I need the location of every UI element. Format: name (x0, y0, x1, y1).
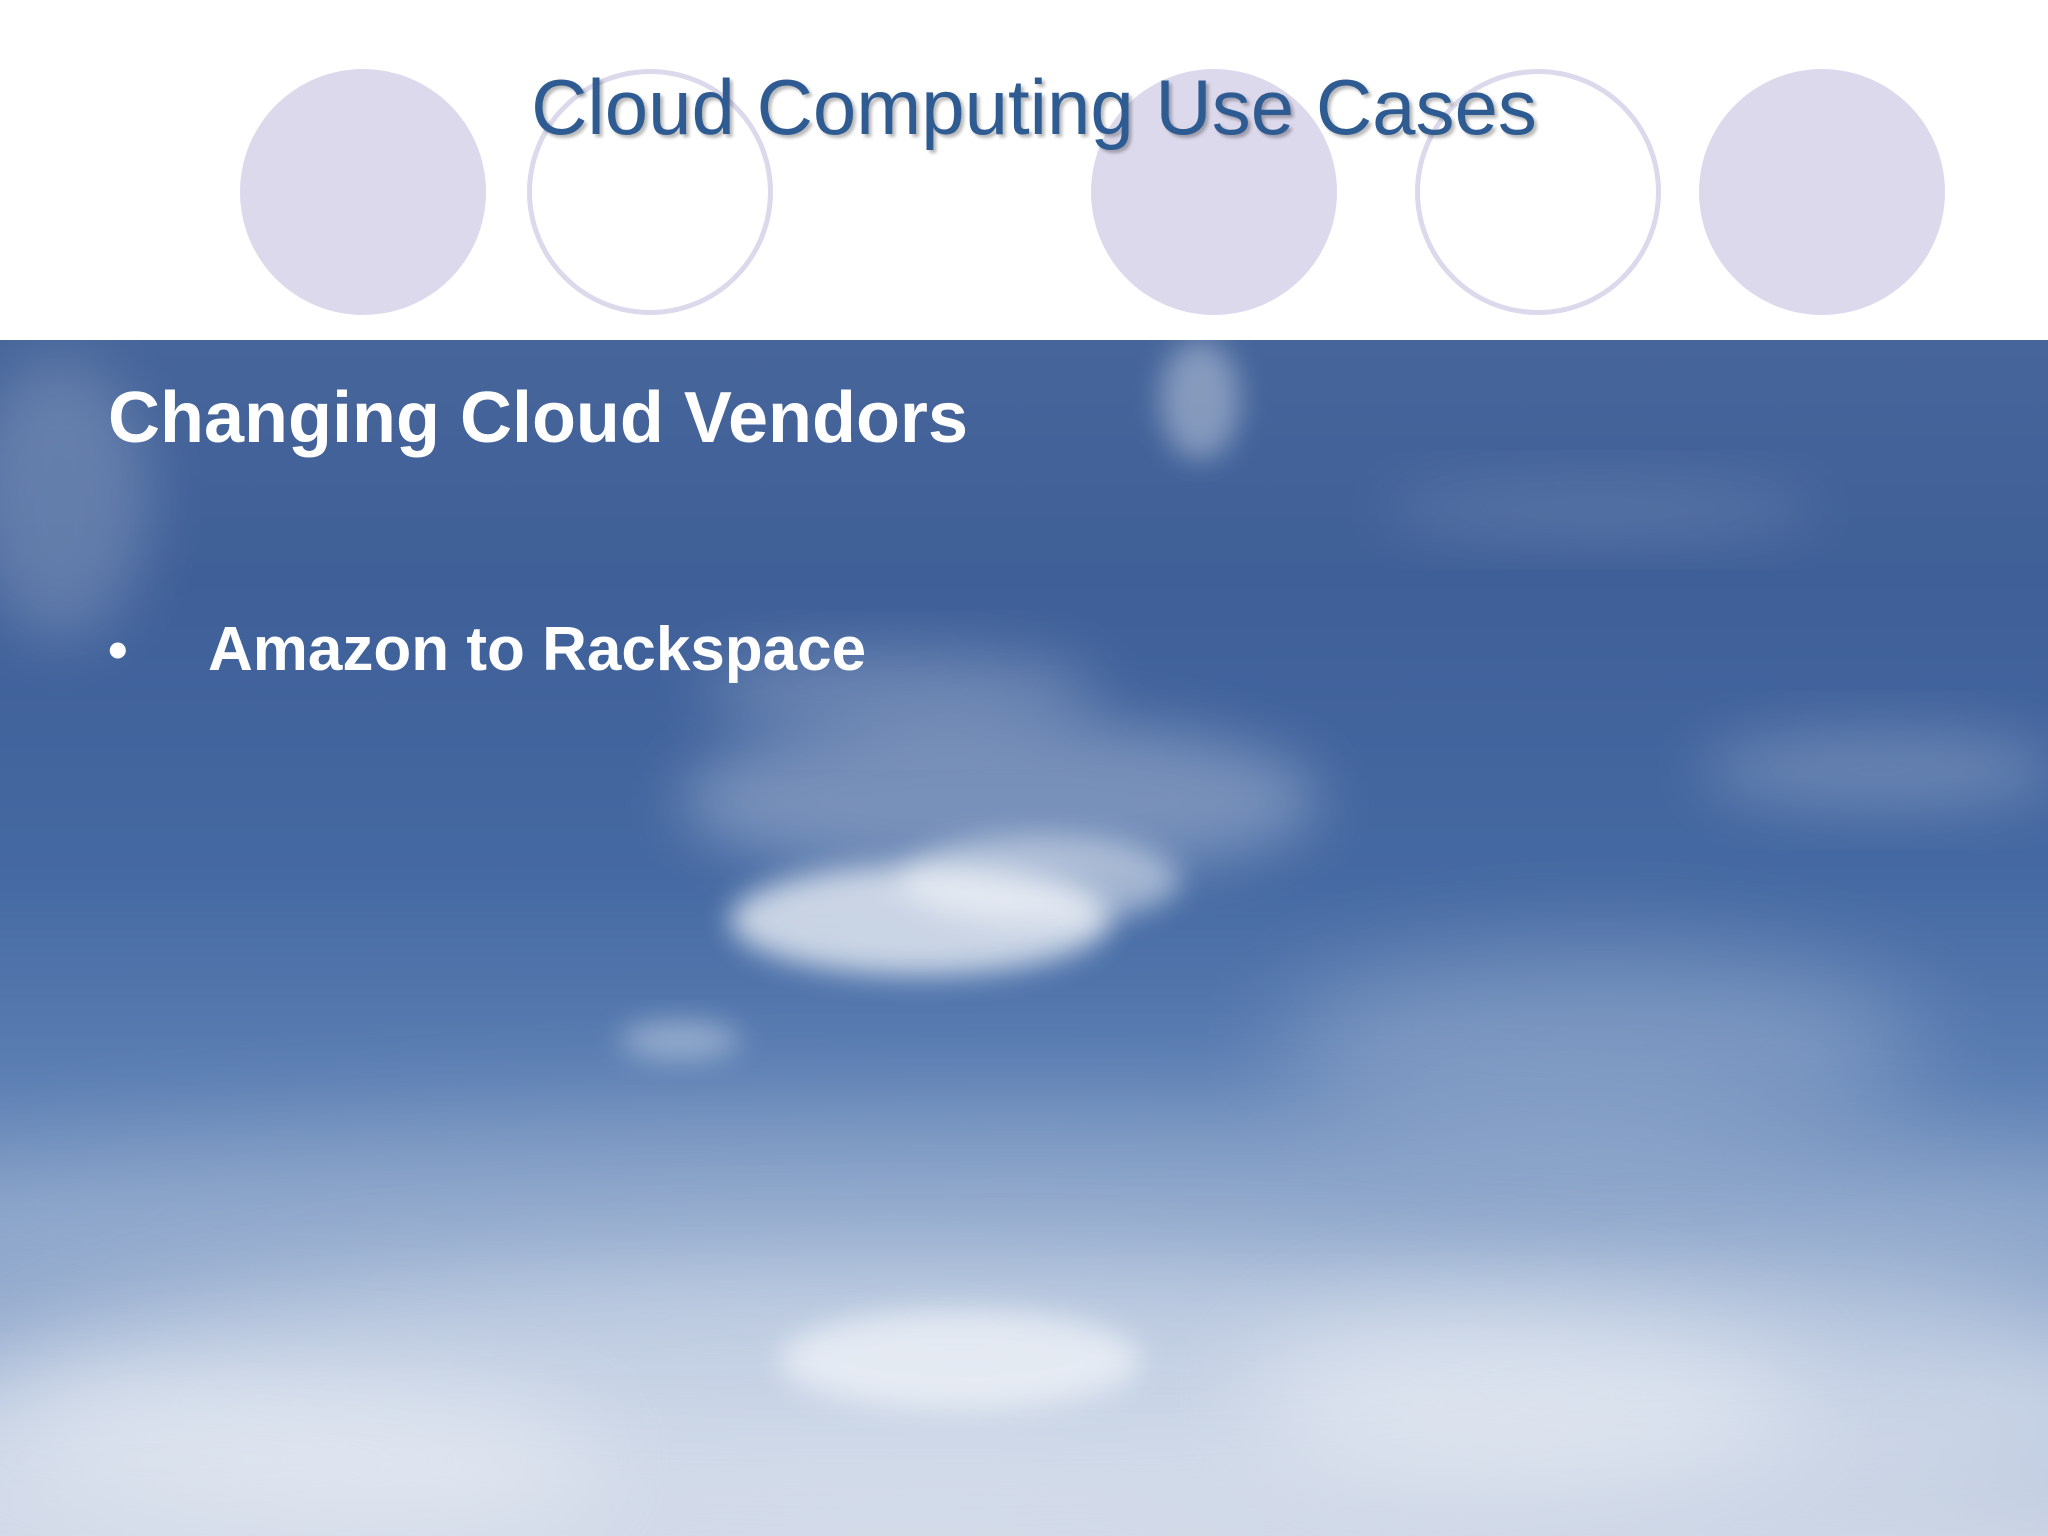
decorative-circle-outline (527, 69, 773, 315)
slide-content: Changing Cloud Vendors • Amazon to Racks… (0, 340, 2048, 1536)
slide-header (0, 0, 2048, 340)
decorative-circle-filled (1699, 69, 1945, 315)
sky-background-image: Changing Cloud Vendors • Amazon to Racks… (0, 340, 2048, 1536)
decorative-circle-filled (240, 69, 486, 315)
bullet-marker: • (108, 618, 128, 681)
decorative-circle-outline (1415, 69, 1661, 315)
decorative-circle-filled (1091, 69, 1337, 315)
slide-subtitle: Changing Cloud Vendors (108, 378, 968, 458)
list-item: • Amazon to Rackspace (108, 610, 866, 690)
bullet-text: Amazon to Rackspace (208, 615, 867, 684)
slide-title: Cloud Computing Use Cases (531, 63, 1537, 151)
cloud-layer (0, 340, 2048, 1536)
